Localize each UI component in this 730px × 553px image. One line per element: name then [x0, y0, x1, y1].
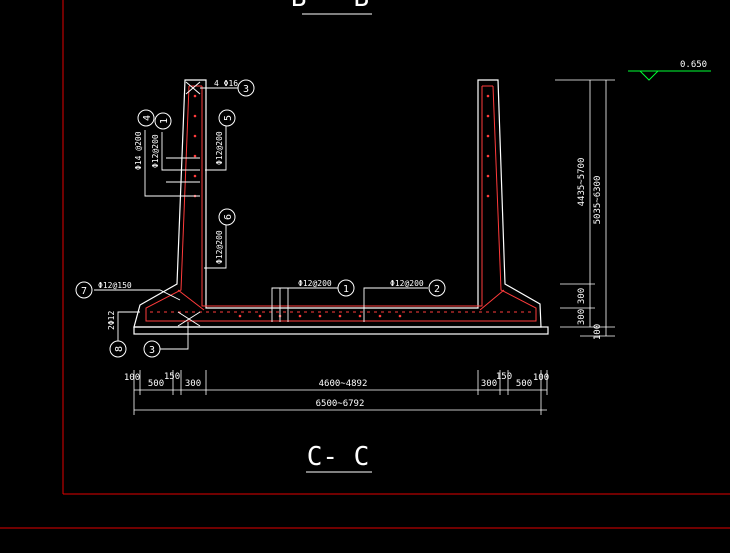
inner-rebar	[201, 86, 483, 307]
dim-300-haunch: 300	[577, 288, 587, 304]
callout-top: 4 Φ16	[214, 79, 238, 88]
bottom-dimension-lines	[133, 370, 548, 415]
bubble-6-label: 6	[223, 214, 234, 220]
callout-2-mid: Φ12@200	[390, 279, 424, 288]
concrete-section	[133, 79, 549, 335]
bottom-dimension-text: 100 500 150 300 4600~4892 300 150 500 10…	[124, 372, 549, 409]
section-title-b: B - B	[291, 0, 369, 13]
bubble-8	[109, 340, 127, 358]
rebar-callout-text: 4 Φ16 Φ14 @200 Φ12@200 Φ12@200 Φ12@200 Φ…	[98, 79, 424, 330]
bubble-1-mid	[337, 279, 355, 297]
elevation-value: 0.650	[680, 60, 707, 70]
dim-300-base: 300	[577, 309, 587, 325]
previous-section-title: B - B	[291, 0, 372, 15]
cushion-layer	[133, 326, 549, 335]
callout-6: Φ12@200	[215, 230, 224, 264]
bubble-numbers: 3 4 1 5 6 7 8 3 1 2	[81, 84, 440, 356]
dim-100-left: 100	[124, 373, 140, 383]
bubble-1-left	[154, 112, 172, 130]
callout-4: Φ14 @200	[134, 131, 143, 170]
bottom-bar-marker	[177, 311, 201, 327]
callout-7: Φ12@150	[98, 281, 132, 290]
right-dimension-lines	[555, 79, 615, 337]
right-dimension-text: 4435~5700 5035~6300 300 300 100	[577, 158, 603, 341]
leader-3-bottom	[160, 322, 189, 350]
leader-1-mid	[271, 287, 338, 322]
channel-outline	[133, 79, 542, 328]
leader-5	[205, 125, 227, 171]
callout-8: 2Φ12	[107, 311, 116, 330]
dim-100-cushion: 100	[593, 324, 603, 340]
dim-total-width: 6500~6792	[316, 399, 365, 409]
bubble-5	[218, 109, 236, 127]
bubble-5-label: 5	[223, 115, 234, 121]
leader-1-left	[161, 132, 200, 171]
outer-rebar	[145, 85, 537, 322]
bubble-3-bottom	[143, 340, 161, 358]
haunch-bar-left	[177, 289, 205, 311]
section-title-group: C- C	[306, 442, 372, 473]
dim-500-left: 500	[148, 379, 164, 389]
bubble-2-mid-label: 2	[434, 284, 440, 295]
bubble-4-label: 4	[142, 115, 153, 121]
bubble-3-top	[237, 79, 255, 97]
haunch-bar-right	[479, 289, 505, 311]
callout-1-mid: Φ12@200	[298, 279, 332, 288]
rebar-dots	[193, 94, 490, 318]
bubble-2-mid	[428, 279, 446, 297]
leader-7	[94, 289, 181, 301]
dim-300-right: 300	[481, 379, 497, 389]
bubble-4	[137, 109, 155, 127]
leader-6	[204, 225, 227, 269]
bubble-8-label: 8	[114, 346, 125, 352]
bubble-1-mid-label: 1	[343, 284, 349, 295]
callout-bubbles	[75, 79, 446, 358]
dim-inner-height: 4435~5700	[577, 158, 587, 207]
bubble-7-label: 7	[81, 286, 87, 297]
dim-150-left: 150	[164, 372, 180, 382]
bubble-3-bottom-label: 3	[149, 345, 155, 356]
callout-5: Φ12@200	[215, 131, 224, 165]
elevation-triangle-icon	[638, 70, 660, 81]
bubble-3-top-label: 3	[243, 84, 249, 95]
dim-500-right: 500	[516, 379, 532, 389]
elevation-mark: 0.650	[628, 60, 711, 81]
section-title-c: C- C	[307, 442, 370, 472]
bubble-6	[218, 208, 236, 226]
leader-lines	[94, 87, 428, 350]
dim-300-left: 300	[185, 379, 201, 389]
dim-150-right: 150	[496, 372, 512, 382]
leader-2-mid	[363, 287, 428, 322]
callout-1-left: Φ12@200	[151, 134, 160, 168]
drawing-frame	[0, 0, 730, 529]
leader-8	[117, 311, 140, 342]
bubble-7	[75, 281, 93, 299]
bubble-1-left-label: 1	[159, 118, 170, 124]
dim-100-right: 100	[533, 373, 549, 383]
dim-inner-width: 4600~4892	[319, 379, 368, 389]
leader-4	[144, 130, 200, 197]
rebar-lines	[145, 85, 537, 322]
dim-outer-height: 5035~6300	[593, 176, 603, 225]
top-bar-marker	[185, 81, 201, 95]
